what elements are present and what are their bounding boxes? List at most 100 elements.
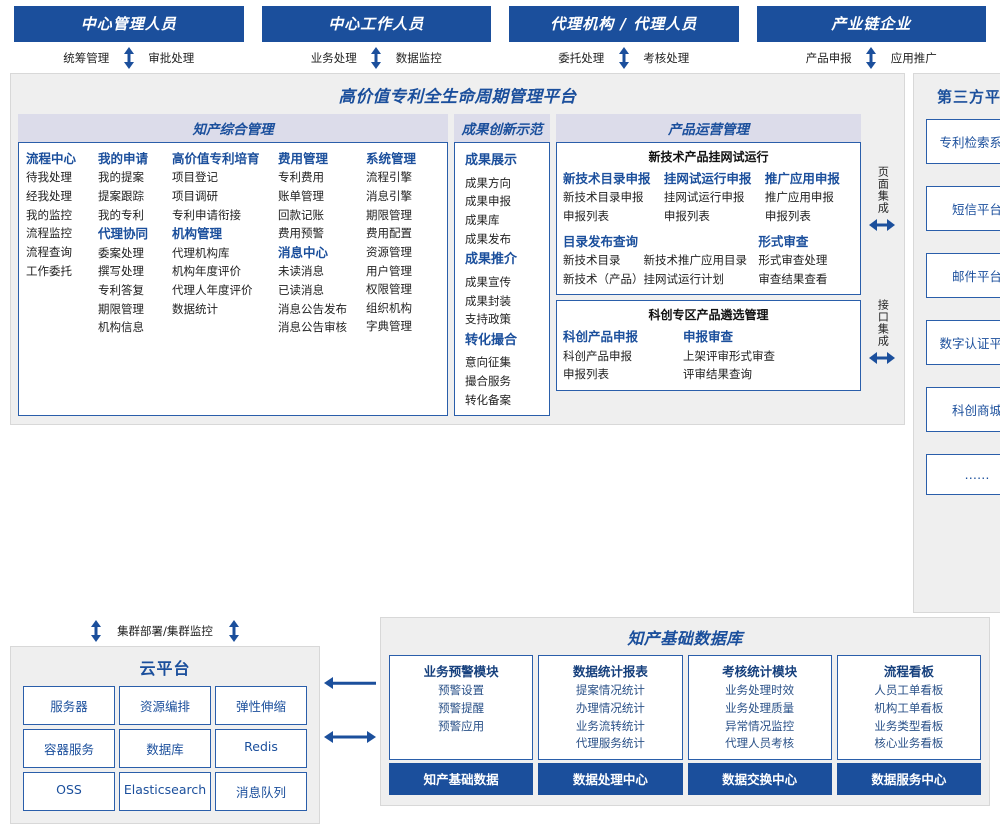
menu-item[interactable]: 用户管理 — [366, 263, 412, 278]
db-card-item[interactable]: 代理服务统计 — [575, 736, 645, 751]
menu-item[interactable]: 字典管理 — [366, 319, 412, 334]
menu-item[interactable]: 撮合服务 — [465, 374, 511, 389]
db-card-item[interactable]: 人员工单看板 — [874, 683, 944, 697]
third-party-item-digital-cert[interactable]: 数字认证平台 — [926, 320, 1000, 365]
menu-item[interactable]: 成果库 — [465, 212, 500, 227]
menu-item[interactable]: 新技术目录 新技术推广应用目录 — [563, 253, 747, 267]
third-party-item-email[interactable]: 邮件平台 — [926, 253, 1000, 298]
menu-item[interactable]: 组织机构 — [366, 300, 412, 315]
cloud-cell-server[interactable]: 服务器 — [23, 686, 115, 725]
menu-item[interactable]: 账单管理 — [278, 189, 324, 203]
menu-item[interactable]: 新技术目录申报 — [563, 190, 644, 205]
role-title-agency[interactable]: 代理机构 / 代理人员 — [509, 6, 739, 42]
menu-item[interactable]: 待我处理 — [26, 170, 72, 185]
menu-group-header[interactable]: 成果推介 — [465, 252, 518, 268]
db-footer-ip-base-data[interactable]: 知产基础数据 — [389, 763, 534, 796]
menu-item[interactable]: 费用预警 — [278, 226, 324, 241]
menu-item[interactable]: 我的提案 — [98, 170, 144, 185]
menu-group-header[interactable]: 推广应用申报 — [764, 171, 840, 186]
menu-item[interactable]: 消息引擎 — [366, 189, 412, 203]
menu-item[interactable]: 申报列表 — [764, 209, 811, 223]
menu-group-header[interactable]: 流程中心 — [26, 151, 77, 166]
menu-item[interactable]: 回款记账 — [278, 207, 324, 222]
db-card-item[interactable]: 异常情况监控 — [725, 718, 795, 733]
cloud-cell-message-queue[interactable]: 消息队列 — [215, 772, 307, 811]
menu-item[interactable]: 代理机构库 — [172, 245, 230, 260]
menu-item[interactable]: 提案跟踪 — [98, 189, 144, 203]
menu-item[interactable]: 流程引擎 — [366, 170, 412, 185]
menu-item[interactable]: 委案处理 — [98, 245, 144, 260]
menu-item[interactable]: 专利费用 — [278, 170, 324, 185]
menu-item[interactable]: 意向征集 — [465, 355, 511, 370]
third-party-item-more[interactable]: …… — [926, 454, 1000, 495]
menu-item[interactable]: 机构信息 — [98, 320, 144, 335]
menu-item[interactable]: 成果申报 — [465, 194, 511, 209]
menu-item[interactable]: 机构年度评价 — [172, 264, 241, 279]
role-title-center-staff[interactable]: 中心工作人员 — [261, 6, 491, 42]
menu-item[interactable]: 费用配置 — [366, 226, 412, 241]
menu-item[interactable]: 撰写处理 — [98, 264, 144, 279]
menu-item[interactable]: 资源管理 — [366, 244, 412, 259]
menu-item[interactable]: 期限管理 — [366, 207, 412, 222]
menu-group-header[interactable]: 费用管理 — [278, 151, 329, 166]
menu-item[interactable]: 推广应用申报 — [764, 190, 834, 205]
menu-item[interactable]: 新技术（产品）挂网试运行计划 — [563, 271, 724, 286]
menu-item[interactable]: 我的监控 — [26, 207, 72, 222]
db-card-item[interactable]: 业务处理时效 — [725, 683, 795, 697]
db-card-item[interactable]: 办理情况统计 — [575, 700, 645, 715]
menu-group-header[interactable]: 申报审查 — [683, 329, 734, 345]
db-card-item[interactable]: 核心业务看板 — [874, 736, 944, 751]
cloud-cell-oss[interactable]: OSS — [23, 772, 115, 811]
menu-item[interactable]: 项目调研 — [172, 189, 218, 203]
menu-group-header[interactable]: 机构管理 — [172, 226, 223, 242]
menu-item[interactable]: 权限管理 — [366, 282, 412, 297]
menu-item[interactable]: 消息公告发布 — [278, 301, 347, 316]
menu-item[interactable]: 工作委托 — [26, 263, 72, 278]
menu-item[interactable]: 成果宣传 — [465, 274, 511, 289]
menu-group-header[interactable]: 我的申请 — [98, 151, 149, 166]
menu-item[interactable]: 经我处理 — [26, 189, 72, 203]
menu-item[interactable]: 我的专利 — [98, 207, 144, 222]
cloud-cell-elasticsearch[interactable]: Elasticsearch — [119, 772, 211, 811]
menu-group-header[interactable]: 转化撮合 — [465, 332, 518, 348]
db-card-item[interactable]: 业务类型看板 — [874, 718, 944, 733]
menu-group-header[interactable]: 形式审查 — [758, 233, 809, 249]
menu-item[interactable]: 流程查询 — [26, 244, 72, 259]
menu-item[interactable]: 申报列表 — [563, 209, 609, 223]
menu-item[interactable]: 专利申请衔接 — [172, 207, 241, 222]
menu-item[interactable]: 成果封装 — [465, 293, 511, 308]
menu-item[interactable]: 期限管理 — [98, 301, 144, 316]
db-card-item[interactable]: 机构工单看板 — [874, 700, 944, 715]
db-card-item[interactable]: 业务处理质量 — [725, 700, 795, 715]
menu-group-header[interactable]: 目录发布查询 — [563, 233, 639, 249]
menu-group-header[interactable]: 挂网试运行申报 — [663, 171, 752, 186]
menu-group-header[interactable]: 代理协同 — [98, 226, 149, 242]
db-footer-data-service-center[interactable]: 数据服务中心 — [836, 763, 981, 796]
menu-item[interactable]: 形式审查处理 — [758, 253, 828, 267]
menu-item[interactable]: 挂网试运行申报 — [663, 190, 745, 205]
menu-item[interactable]: 评审结果查询 — [683, 367, 752, 382]
cloud-cell-orchestration[interactable]: 资源编排 — [119, 686, 211, 725]
menu-item[interactable]: 代理人年度评价 — [172, 282, 253, 297]
role-title-industry-enterprise[interactable]: 产业链企业 — [756, 6, 986, 42]
cloud-cell-container[interactable]: 容器服务 — [23, 729, 115, 768]
menu-item[interactable]: 申报列表 — [563, 367, 609, 382]
menu-item[interactable]: 申报列表 — [663, 209, 710, 223]
menu-group-header[interactable]: 科创产品申报 — [563, 329, 639, 345]
menu-item[interactable]: 审查结果查看 — [758, 271, 828, 286]
db-card-item[interactable]: 代理人员考核 — [725, 736, 795, 751]
db-card-item[interactable]: 提案情况统计 — [575, 683, 645, 697]
cloud-cell-autoscaling[interactable]: 弹性伸缩 — [215, 686, 307, 725]
menu-item[interactable]: 科创产品申报 — [563, 348, 632, 363]
menu-group-header[interactable]: 高价值专利培育 — [172, 151, 260, 166]
menu-item[interactable]: 项目登记 — [172, 170, 218, 185]
menu-group-header[interactable]: 新技术目录申报 — [563, 171, 651, 186]
menu-group-header[interactable]: 系统管理 — [366, 151, 417, 166]
third-party-item-sms[interactable]: 短信平台 — [926, 186, 1000, 231]
db-footer-data-exchange-center[interactable]: 数据交换中心 — [687, 763, 832, 796]
menu-item[interactable]: 数据统计 — [172, 301, 218, 316]
third-party-item-patent-search[interactable]: 专利检索系统 — [926, 119, 1000, 164]
menu-item[interactable]: 转化备案 — [465, 392, 511, 407]
cloud-cell-redis[interactable]: Redis — [215, 729, 307, 768]
db-card-item[interactable]: 预警提醒 — [438, 700, 485, 715]
